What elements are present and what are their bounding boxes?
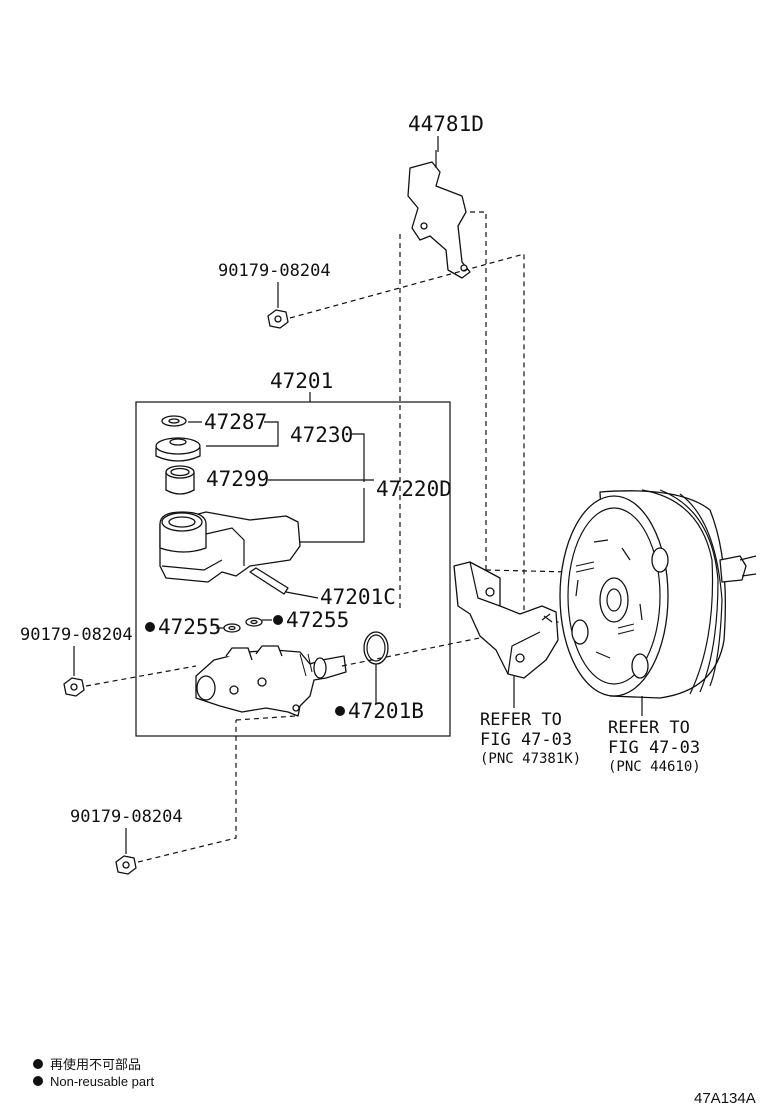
- label-47255-left: 47255: [158, 615, 221, 639]
- legend-dot-jp: [33, 1059, 43, 1069]
- nonreusable-dot-47255-left: [145, 622, 155, 632]
- booster-bracket[interactable]: [453, 561, 559, 679]
- label-47201b: 47201B: [348, 699, 424, 723]
- label-47287: 47287: [204, 410, 267, 434]
- label-nut-mid: 90179-08204: [20, 625, 133, 645]
- label-47201c: 47201C: [320, 585, 396, 609]
- reservoir-tank[interactable]: [159, 511, 301, 583]
- ref-booster-line2: FIG 47-03: [608, 738, 700, 758]
- ref-bracket-line1: REFER TO: [480, 710, 562, 730]
- label-47299: 47299: [206, 467, 269, 491]
- grommet-right[interactable]: [245, 617, 263, 627]
- strainer-47299[interactable]: [165, 465, 195, 495]
- ref-booster-line3: (PNC 44610): [608, 759, 701, 775]
- label-47220d: 47220D: [376, 477, 452, 501]
- label-nut-bottom: 90179-08204: [70, 807, 183, 827]
- ref-bracket-line3: (PNC 47381K): [480, 751, 581, 767]
- ref-bracket-line2: FIG 47-03: [480, 730, 572, 750]
- legend-text-en: Non-reusable part: [50, 1074, 154, 1089]
- legend-dot-en: [33, 1076, 43, 1086]
- nonreusable-dot-47255-right: [273, 615, 283, 625]
- label-44781d: 44781D: [408, 112, 484, 136]
- assembly-box: [135, 401, 451, 737]
- ref-booster-line1: REFER TO: [608, 718, 690, 738]
- nut-mid[interactable]: [63, 677, 85, 697]
- legend-text-jp: 再使用不可部品: [50, 1057, 141, 1072]
- master-cylinder[interactable]: [195, 645, 347, 717]
- label-nut-top: 90179-08204: [218, 261, 331, 281]
- label-47230: 47230: [290, 423, 353, 447]
- label-47255-right: 47255: [286, 608, 349, 632]
- nut-top[interactable]: [267, 309, 289, 329]
- oring-47201b[interactable]: [363, 631, 389, 665]
- bracket-44781d[interactable]: [407, 150, 471, 279]
- nut-bottom[interactable]: [115, 855, 137, 875]
- nonreusable-dot-47201b: [335, 706, 345, 716]
- pin-47201c[interactable]: [249, 567, 289, 595]
- figure-code: 47A134A: [694, 1090, 756, 1107]
- grommet-left[interactable]: [223, 623, 241, 633]
- brake-booster[interactable]: [559, 489, 757, 699]
- gasket-47287[interactable]: [161, 415, 187, 427]
- label-47201: 47201: [270, 369, 333, 393]
- cap-47230[interactable]: [155, 437, 201, 462]
